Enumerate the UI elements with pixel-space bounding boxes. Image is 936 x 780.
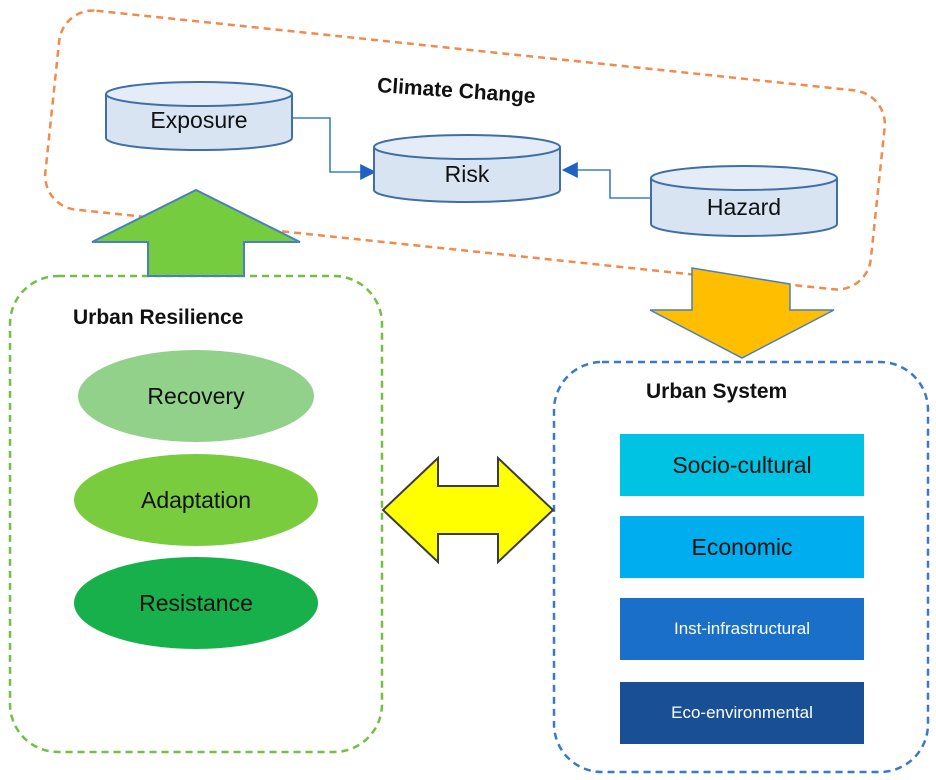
hazard-cylinder — [650, 165, 838, 237]
exposure-to-risk-connector — [292, 117, 377, 180]
adaptation-ellipse — [74, 454, 318, 546]
eco-environmental-label: Eco-environmental — [671, 703, 813, 722]
climate-change-box — [43, 9, 887, 291]
risk-label: Risk — [444, 160, 490, 187]
socio-cultural-rect — [620, 434, 864, 496]
eco-environmental-rect — [620, 682, 864, 744]
orange-down-arrow — [649, 267, 835, 359]
yellow-double-arrow — [381, 455, 555, 565]
green-up-arrow — [91, 188, 301, 277]
adaptation-label: Adaptation — [141, 486, 251, 513]
hazard-to-risk-connector — [561, 162, 650, 199]
risk-cylinder — [373, 134, 561, 203]
economic-rect — [620, 516, 864, 578]
inst-infrastructural-rect — [620, 598, 864, 660]
urban-system-box — [552, 360, 930, 774]
urban-system-title: Urban System — [646, 380, 788, 403]
inst-infrastructural-label: Inst-infrastructural — [673, 619, 811, 638]
economic-label: Economic — [691, 533, 793, 560]
resistance-ellipse — [74, 557, 318, 649]
exposure-cylinder — [105, 81, 293, 151]
recovery-ellipse — [78, 350, 314, 442]
recovery-label: Recovery — [147, 382, 245, 409]
socio-cultural-label: Socio-cultural — [672, 451, 812, 478]
urban-resilience-title: Urban Resilience — [73, 306, 244, 329]
exposure-label: Exposure — [150, 106, 248, 133]
hazard-label: Hazard — [706, 193, 782, 220]
resistance-label: Resistance — [139, 589, 253, 616]
